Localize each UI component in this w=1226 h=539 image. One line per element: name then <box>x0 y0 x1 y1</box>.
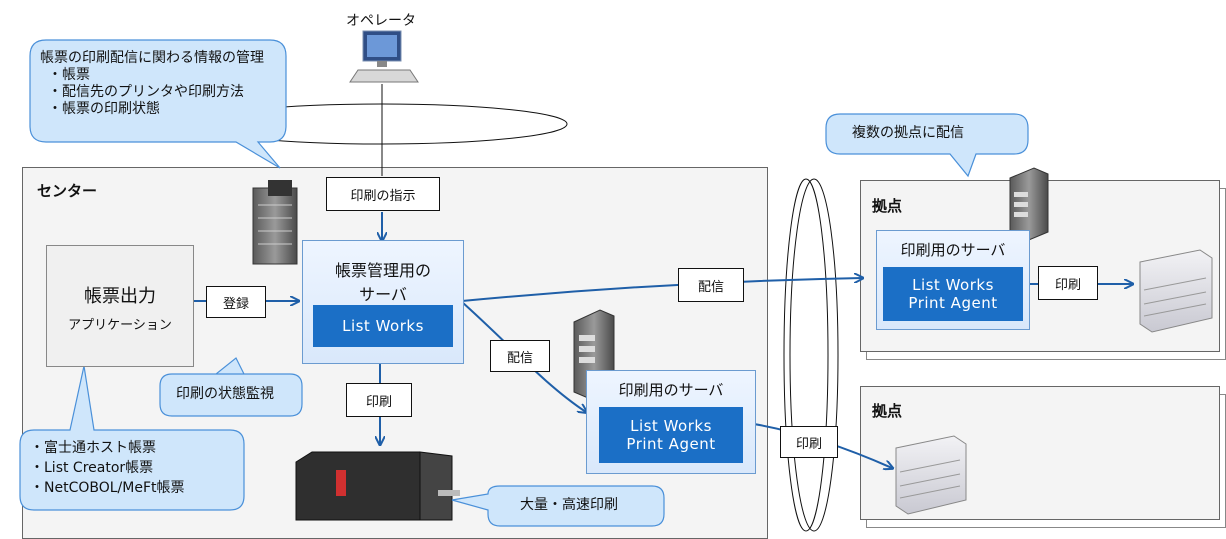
register-label: 登録 <box>206 286 266 318</box>
site1-server-product: List Works Print Agent <box>883 267 1023 321</box>
site1-server-box: 印刷用のサーバ List Works Print Agent <box>876 230 1030 330</box>
site1-product-line2: Print Agent <box>908 294 998 312</box>
wan-ellipse-2 <box>789 178 839 532</box>
top-callout-text: 帳票の印刷配信に関わる情報の管理 ・帳票 ・配信先のプリンタや印刷方法 ・帳票の… <box>40 50 264 118</box>
site1-title: 拠点 <box>872 197 903 215</box>
production-printer-icon <box>295 451 460 521</box>
mgmt-server-product: List Works <box>313 305 453 347</box>
multi-site-callout-bubble <box>825 113 1029 178</box>
app-callout-item: ・富士通ホスト帳票 <box>30 440 156 456</box>
mass-print-callout-bubble <box>451 485 665 527</box>
top-callout-item: ・帳票 <box>48 67 90 83</box>
app-callout-bubble <box>19 365 245 511</box>
mgmt-server-label-2: サーバ <box>359 285 407 304</box>
status-callout-bubble <box>159 357 303 417</box>
center-print-label: 印刷 <box>346 383 412 417</box>
operator-pc-icon <box>349 30 419 83</box>
printer-icon-site1 <box>1139 249 1213 333</box>
center-product-line2: Print Agent <box>626 435 716 453</box>
top-callout-item: ・配信先のプリンタや印刷方法 <box>48 84 244 100</box>
app-line2: アプリケーション <box>68 318 172 333</box>
app-line1: 帳票出力 <box>84 286 156 307</box>
center-product-line1: List Works <box>630 417 712 435</box>
multi-site-callout-text: 複数の拠点に配信 <box>852 125 964 141</box>
network-distribute-label: 配信 <box>678 268 744 302</box>
top-callout-item: ・帳票の印刷状態 <box>48 101 160 117</box>
center-print-server-box: 印刷用のサーバ List Works Print Agent <box>586 370 756 474</box>
print-server-icon-site1 <box>1009 167 1049 243</box>
center-print-server-product: List Works Print Agent <box>599 407 743 463</box>
top-callout-title: 帳票の印刷配信に関わる情報の管理 <box>40 50 264 66</box>
printer-icon-site2 <box>895 435 967 515</box>
management-server-icon <box>252 180 298 265</box>
center-print-server-label: 印刷用のサーバ <box>618 381 724 399</box>
print-instruction-label: 印刷の指示 <box>326 177 440 211</box>
center-distribute-label: 配信 <box>490 340 550 372</box>
site1-server-label: 印刷用のサーバ <box>900 241 1006 259</box>
network-print-label: 印刷 <box>780 426 838 458</box>
site2-title: 拠点 <box>872 402 903 420</box>
operator-label: オペレータ <box>346 13 416 29</box>
app-callout-item: ・NetCOBOL/MeFt帳票 <box>30 480 185 496</box>
site1-product-line1: List Works <box>912 276 994 294</box>
wan-ellipse-1 <box>783 178 829 532</box>
app-callout-text: ・富士通ホスト帳票 ・List Creator帳票 ・NetCOBOL/MeFt… <box>30 438 185 498</box>
mass-print-callout-text: 大量・高速印刷 <box>520 497 618 513</box>
site1-print-label: 印刷 <box>1038 266 1098 300</box>
status-callout-text: 印刷の状態監視 <box>176 386 274 402</box>
app-callout-item: ・List Creator帳票 <box>30 460 154 476</box>
center-title: センター <box>37 182 98 200</box>
app-box: 帳票出力 アプリケーション <box>46 245 194 367</box>
mgmt-server-label-1: 帳票管理用の <box>334 261 431 280</box>
management-server-box: 帳票管理用の サーバ List Works <box>302 240 464 364</box>
distribute-arrow-site1 <box>461 278 862 302</box>
top-callout-bubble <box>29 39 287 169</box>
